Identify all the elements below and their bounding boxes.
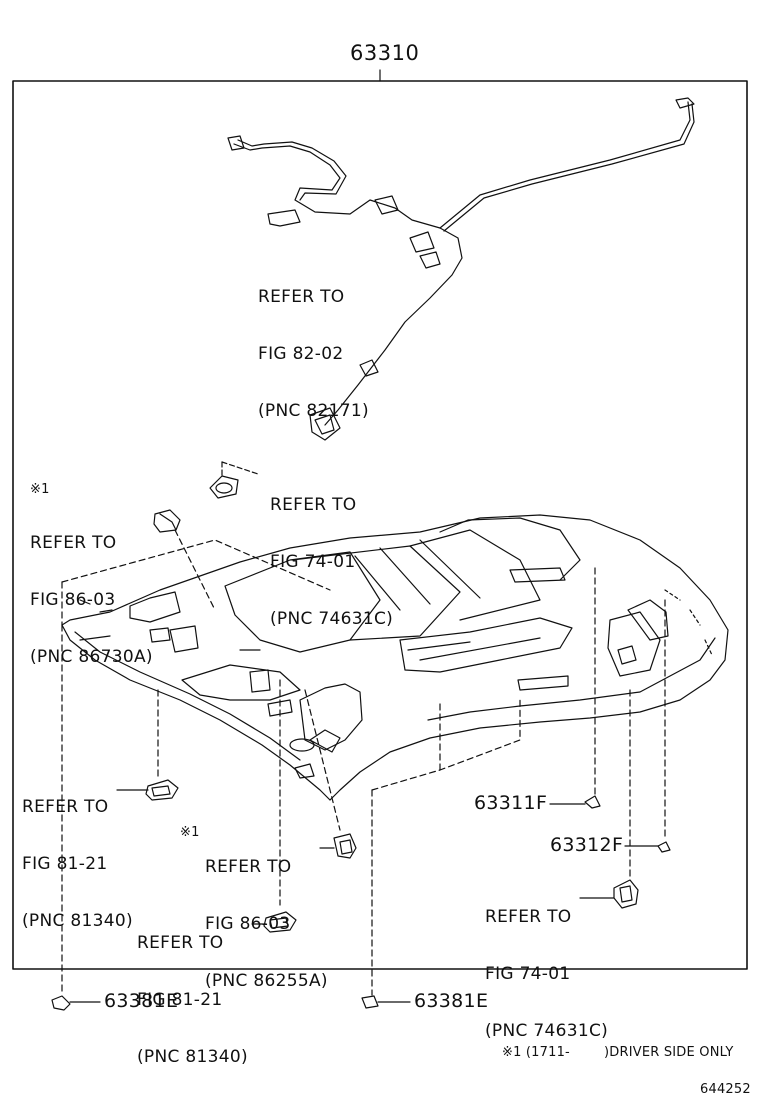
ref-lamp-bottom-line1: REFER TO <box>137 933 224 953</box>
ref-lamp-left-line1: REFER TO <box>22 797 109 817</box>
ref-sensor-left-line1: REFER TO <box>30 533 117 553</box>
ref-sensor-mid: REFER TO FIG 86-03 (PNC 86255A) <box>205 820 328 1010</box>
ref-lamp-right: REFER TO FIG 74-01 (PNC 74631C) <box>485 870 608 1060</box>
ref-harness: REFER TO FIG 82-02 (PNC 82171) <box>258 250 369 440</box>
ref-lamp-left: REFER TO FIG 81-21 (PNC 81340) <box>22 760 133 950</box>
footnote-mark: ※1 (1711- <box>502 1045 570 1060</box>
mark-mid: ※1 <box>180 825 200 840</box>
figure-code: 644252 <box>700 1082 751 1097</box>
ref-lamp-bottom-line2: FIG 81-21 <box>137 990 223 1010</box>
ref-sensor-left-line3: (PNC 86730A) <box>30 647 153 667</box>
ref-lamp-top-line3: (PNC 74631C) <box>270 609 394 629</box>
ref-harness-line3: (PNC 82171) <box>258 401 369 421</box>
headliner-body <box>61 514 729 801</box>
ref-lamp-bottom-line3: (PNC 81340) <box>137 1047 248 1067</box>
ref-lamp-right-line1: REFER TO <box>485 907 572 927</box>
ref-sensor-left-line2: FIG 86-03 <box>30 590 116 610</box>
ref-lamp-right-line2: FIG 74-01 <box>485 964 571 984</box>
leader-lines <box>61 529 666 996</box>
ref-lamp-top-line1: REFER TO <box>270 495 357 515</box>
room-lamp-right <box>579 879 639 909</box>
ref-lamp-top: REFER TO FIG 74-01 (PNC 74631C) <box>270 458 393 648</box>
room-lamp-top <box>209 461 259 499</box>
sensor-top-left <box>153 509 181 533</box>
ref-lamp-left-line2: FIG 81-21 <box>22 854 108 874</box>
ref-lamp-bottom: REFER TO FIG 81-21 (PNC 81340) <box>137 896 248 1086</box>
wire-harness <box>227 97 695 441</box>
map-lamp-left <box>116 779 179 801</box>
ref-lamp-left-line3: (PNC 81340) <box>22 911 133 931</box>
part-63311f: 63311F <box>474 792 548 814</box>
part-63312f: 63312F <box>550 834 624 856</box>
ref-harness-line2: FIG 82-02 <box>258 344 344 364</box>
sensor-mid <box>319 833 357 859</box>
map-lamp-bottom <box>251 911 297 933</box>
ref-sensor-mid-line2: FIG 86-03 <box>205 914 291 934</box>
clip-63381e-right <box>361 995 411 1009</box>
footnote-text: )DRIVER SIDE ONLY <box>604 1045 734 1060</box>
mark-left: ※1 <box>30 482 50 497</box>
part-63381e-right: 63381E <box>414 990 489 1012</box>
main-part-number: 63310 <box>350 41 420 65</box>
ref-sensor-mid-line3: (PNC 86255A) <box>205 971 328 991</box>
ref-lamp-top-line2: FIG 74-01 <box>270 552 356 572</box>
clip-63311f <box>549 795 601 809</box>
ref-sensor-left: REFER TO FIG 86-03 (PNC 86730A) <box>30 496 153 686</box>
ref-lamp-right-line3: (PNC 74631C) <box>485 1021 609 1041</box>
clip-63312f <box>624 841 671 853</box>
ref-harness-line1: REFER TO <box>258 287 345 307</box>
ref-sensor-mid-line1: REFER TO <box>205 857 292 877</box>
clip-63381e-left <box>51 995 101 1011</box>
part-63381e-left: 63381E <box>104 990 179 1012</box>
